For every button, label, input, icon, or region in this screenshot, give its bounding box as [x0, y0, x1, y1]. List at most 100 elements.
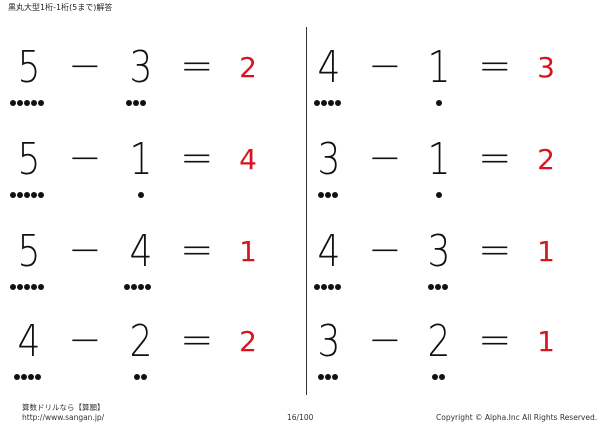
minuend: 5	[17, 226, 41, 277]
copyright: Copyright © Alpha.Inc All Rights Reserve…	[436, 413, 598, 422]
footer-brand: 算数ドリルなら【算願】	[22, 403, 105, 412]
counting-dot	[321, 284, 327, 290]
answer: 1	[239, 235, 257, 268]
minus-sign: −	[68, 227, 102, 273]
minuend: 3	[317, 134, 341, 185]
counting-dot	[126, 100, 132, 106]
answer: 4	[239, 143, 257, 176]
minuend: 5	[17, 42, 41, 93]
counting-dot	[325, 374, 331, 380]
counting-dot	[134, 374, 140, 380]
equals-sign: =	[478, 43, 512, 89]
counting-dot	[314, 284, 320, 290]
minuend-dots	[314, 100, 341, 108]
minuend-dots	[314, 284, 341, 292]
counting-dot	[10, 100, 16, 106]
subtrahend: 3	[427, 226, 451, 277]
counting-dot	[321, 100, 327, 106]
minuend: 4	[17, 316, 41, 367]
equals-sign: =	[180, 317, 214, 363]
problem-7: 4 − 3 = 1	[312, 216, 592, 290]
problem-8: 3 − 2 = 1	[312, 306, 592, 380]
minuend-dots	[10, 192, 44, 200]
subtrahend-dots	[436, 100, 442, 108]
counting-dot	[439, 374, 445, 380]
counting-dot	[10, 284, 16, 290]
subtrahend: 1	[129, 134, 153, 185]
counting-dot	[17, 284, 23, 290]
minuend-dots	[318, 192, 338, 200]
counting-dot	[328, 100, 334, 106]
subtrahend-dots	[134, 374, 147, 382]
equals-sign: =	[180, 135, 214, 181]
counting-dot	[14, 374, 20, 380]
subtrahend-dots	[428, 284, 448, 292]
counting-dot	[28, 374, 34, 380]
counting-dot	[314, 100, 320, 106]
counting-dot	[432, 374, 438, 380]
minus-sign: −	[68, 135, 102, 181]
counting-dot	[21, 374, 27, 380]
counting-dot	[17, 100, 23, 106]
counting-dot	[38, 192, 44, 198]
minuend-dots	[14, 374, 41, 382]
answer: 2	[239, 51, 257, 84]
counting-dot	[131, 284, 137, 290]
counting-dot	[38, 100, 44, 106]
counting-dot	[328, 284, 334, 290]
problem-5: 4 − 1 = 3	[312, 32, 592, 106]
counting-dot	[138, 192, 144, 198]
minus-sign: −	[368, 317, 402, 363]
subtrahend: 2	[129, 316, 153, 367]
counting-dot	[24, 100, 30, 106]
minus-sign: −	[368, 43, 402, 89]
counting-dot	[332, 192, 338, 198]
counting-dot	[124, 284, 130, 290]
minuend: 4	[317, 226, 341, 277]
subtrahend-dots	[124, 284, 151, 292]
answer: 1	[537, 325, 555, 358]
counting-dot	[428, 284, 434, 290]
minus-sign: −	[68, 43, 102, 89]
minus-sign: −	[368, 227, 402, 273]
minuend-dots	[10, 100, 44, 108]
equals-sign: =	[180, 227, 214, 273]
counting-dot	[10, 192, 16, 198]
counting-dot	[145, 284, 151, 290]
problem-6: 3 − 1 = 2	[312, 124, 592, 198]
counting-dot	[24, 192, 30, 198]
problem-4: 4 − 2 = 2	[10, 306, 300, 380]
footer-url[interactable]: http://www.sangan.jp/	[22, 413, 105, 422]
minuend-dots	[318, 374, 338, 382]
counting-dot	[133, 100, 139, 106]
subtrahend: 4	[129, 226, 153, 277]
minus-sign: −	[368, 135, 402, 181]
counting-dot	[436, 100, 442, 106]
counting-dot	[35, 374, 41, 380]
subtrahend-dots	[432, 374, 445, 382]
subtrahend: 1	[427, 42, 451, 93]
counting-dot	[140, 100, 146, 106]
counting-dot	[38, 284, 44, 290]
answer: 1	[537, 235, 555, 268]
equals-sign: =	[180, 43, 214, 89]
answer: 2	[239, 325, 257, 358]
equals-sign: =	[478, 317, 512, 363]
subtrahend: 1	[427, 134, 451, 185]
problem-3: 5 − 4 = 1	[10, 216, 300, 290]
counting-dot	[318, 192, 324, 198]
counting-dot	[31, 100, 37, 106]
subtrahend-dots	[138, 192, 144, 200]
minuend: 4	[317, 42, 341, 93]
minus-sign: −	[68, 317, 102, 363]
subtrahend-dots	[126, 100, 146, 108]
counting-dot	[17, 192, 23, 198]
subtrahend: 2	[427, 316, 451, 367]
counting-dot	[318, 374, 324, 380]
subtrahend-dots	[436, 192, 442, 200]
counting-dot	[335, 100, 341, 106]
answer: 3	[537, 51, 555, 84]
subtrahend: 3	[129, 42, 153, 93]
equals-sign: =	[478, 135, 512, 181]
answer: 2	[537, 143, 555, 176]
